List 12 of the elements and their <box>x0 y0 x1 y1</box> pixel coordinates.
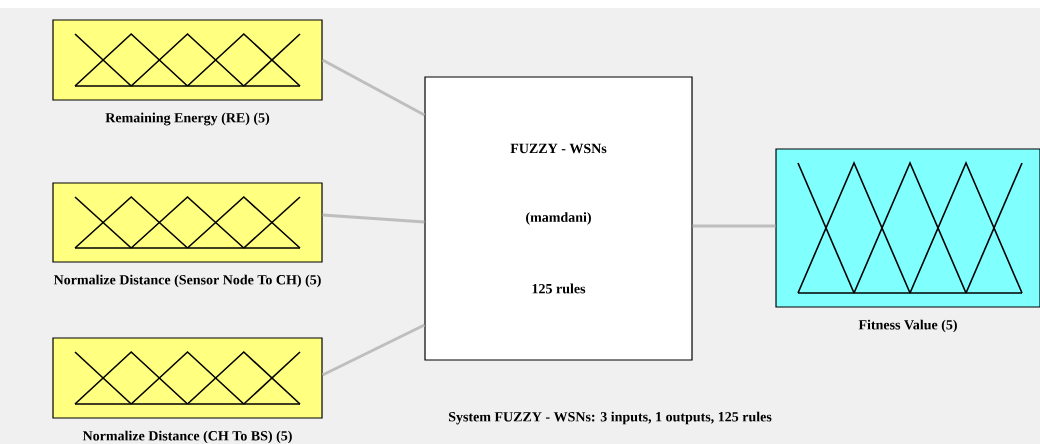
connector-line <box>321 323 426 377</box>
variable-label: Normalize Distance (Sensor Node To CH) (5) <box>53 274 321 288</box>
system-text: FUZZY - WSNs <box>510 143 607 154</box>
connector-line <box>321 58 426 117</box>
system-summary: System FUZZY - WSNs: 3 inputs, 1 outputs, 125 rules <box>448 411 772 425</box>
connector-line <box>692 224 776 228</box>
system-text: 125 rules <box>532 283 586 294</box>
variable-label: Remaining Energy (RE) (5) <box>105 112 270 126</box>
variable-label: Fitness Value (5) <box>858 319 957 333</box>
variable-label: Normalize Distance (CH To BS) (5) <box>82 430 292 444</box>
system-text: (mamdani) <box>526 212 591 225</box>
connector-line <box>322 213 425 224</box>
